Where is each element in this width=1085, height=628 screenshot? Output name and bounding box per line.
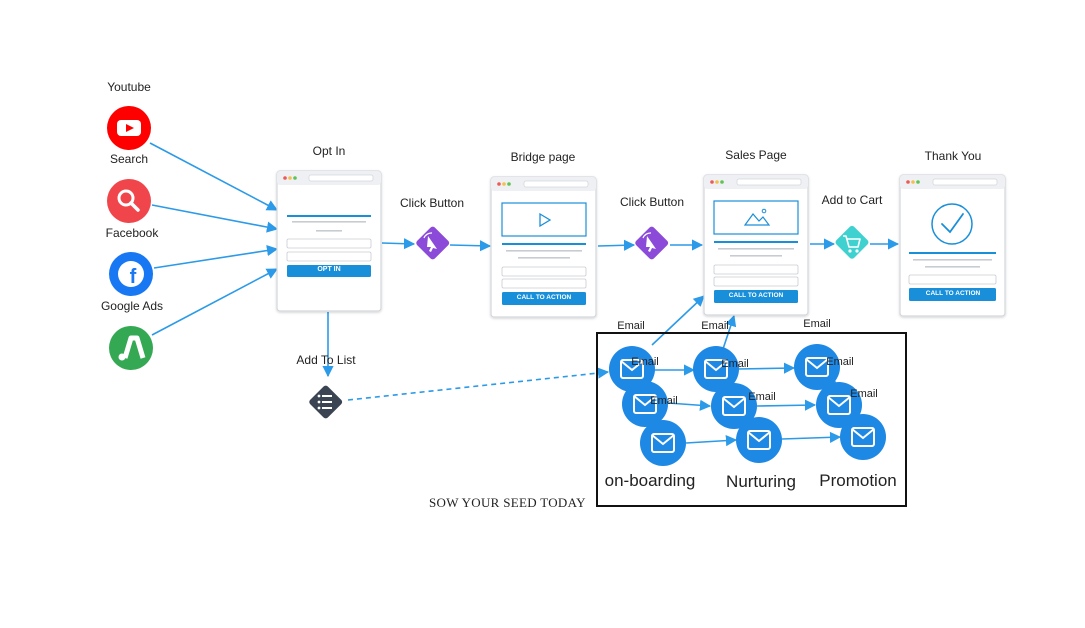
bridge-page-mockup (490, 176, 597, 318)
click-step-icon-2 (635, 226, 669, 260)
opt-in-page-mockup (276, 170, 382, 312)
svg-text:f: f (130, 266, 137, 288)
sequence-label-promotion: Promotion (819, 471, 897, 490)
sales-page-title: Sales Page (725, 148, 787, 162)
youtube-label: Youtube (107, 80, 151, 94)
email-label: Email (650, 395, 678, 407)
click-button-label-1: Click Button (399, 196, 465, 210)
footer-text: SOW YOUR SEED TODAY (429, 495, 586, 510)
list-step-icon (309, 385, 343, 419)
email-icon (640, 420, 686, 466)
click-button-label-2: Click Button (619, 195, 685, 209)
email-icon (711, 383, 757, 429)
facebook-icon: f (109, 252, 153, 296)
add-to-list-label: Add To List (296, 353, 356, 367)
email-top-label-3: Email (803, 318, 831, 330)
opt-in-button[interactable]: OPT IN (317, 266, 341, 273)
sales-cta-button[interactable]: CALL TO ACTION (728, 292, 784, 299)
email-icon (816, 382, 862, 428)
email-nodes (609, 344, 886, 466)
email-icon (840, 414, 886, 460)
thank-you-cta-button[interactable]: CALL TO ACTION (925, 290, 981, 297)
email-top-label-1: Email (617, 320, 645, 332)
email-icon (736, 417, 782, 463)
bridge-page-title: Bridge page (510, 150, 576, 164)
sequence-label-nurturing: Nurturing (726, 472, 796, 491)
thank-you-title: Thank You (924, 149, 982, 163)
email-icon (622, 381, 668, 427)
sales-page-mockup (703, 174, 809, 316)
email-label: Email (631, 356, 659, 368)
email-icon (794, 344, 840, 390)
email-label: Email (748, 391, 776, 403)
sequence-label-onboarding: on-boarding (604, 471, 696, 490)
email-label: Email (721, 358, 749, 370)
email-icon (693, 346, 739, 392)
search-icon (107, 179, 151, 223)
email-label: Email (850, 388, 878, 400)
opt-in-title: Opt In (312, 144, 346, 158)
connector-arrows (149, 142, 900, 447)
search-label: Search (109, 152, 149, 166)
thank-you-page-mockup (899, 174, 1006, 317)
google-ads-icon (109, 326, 153, 370)
facebook-label: Facebook (105, 226, 159, 240)
add-to-cart-label: Add to Cart (821, 193, 883, 207)
google-ads-label: Google Ads (100, 299, 164, 313)
cart-step-icon (835, 225, 869, 259)
youtube-icon (107, 106, 151, 150)
email-sequence-box (596, 332, 907, 507)
bridge-cta-button[interactable]: CALL TO ACTION (516, 294, 572, 301)
email-label: Email (826, 356, 854, 368)
email-icon (609, 346, 655, 392)
click-step-icon-1 (416, 226, 450, 260)
email-top-label-2: Email (701, 320, 729, 332)
